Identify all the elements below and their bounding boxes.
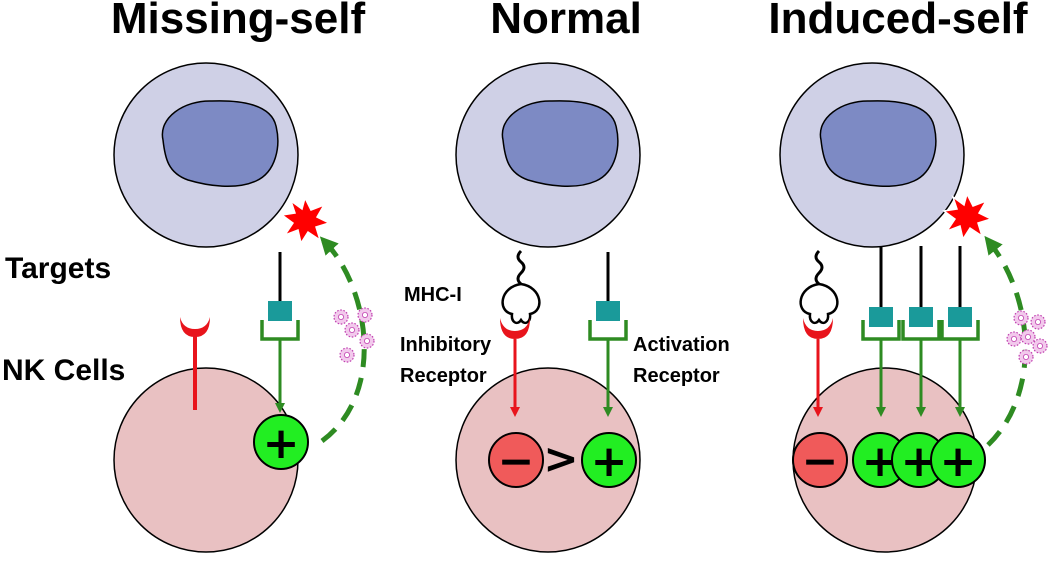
title-normal: Normal (490, 0, 642, 43)
panel-normal: MHC-I Inhibitory Receptor − > Activation… (400, 249, 730, 488)
activation-signal (253, 414, 309, 470)
label-mhc-i: MHC-I (404, 284, 462, 306)
cytotoxic-release-arrow (319, 236, 367, 444)
mhc-i-molecule-icon (501, 249, 541, 325)
inhibitory-receptor-cup (180, 317, 210, 337)
activation-receptor (260, 320, 300, 341)
label-inhibitory-receptor-line2: Receptor (400, 365, 487, 387)
activating-ligand (268, 301, 292, 321)
killing-burst-icon (280, 195, 332, 245)
label-inhibitory-receptor-line1: Inhibitory (400, 334, 492, 356)
activation-receptor (588, 320, 628, 341)
activation-signal (581, 432, 637, 488)
label-targets: Targets (5, 252, 111, 285)
inhibition-sign: − (802, 436, 839, 487)
nuclei (161, 100, 937, 188)
activation-sign: + (591, 436, 628, 487)
label-activation-receptor-line1: Activation (633, 334, 730, 356)
label-activation-receptor-line2: Receptor (633, 365, 720, 387)
mhc-i-molecule-icon (799, 249, 839, 325)
activating-ligand (596, 301, 620, 321)
cytotoxic-release-arrow (984, 235, 1028, 447)
activation-signal (930, 432, 986, 488)
cytotoxic-granules-icon (1006, 310, 1048, 365)
title-missing-self: Missing-self (111, 0, 366, 43)
activating-ligand (909, 307, 933, 327)
activating-ligand (948, 307, 972, 327)
greater-than-sign: > (543, 434, 578, 483)
panel-missing-self: + (180, 195, 375, 470)
activation-sign: + (263, 418, 300, 469)
inhibition-sign: − (498, 436, 535, 487)
inhibitory-receptor-cup (500, 318, 530, 339)
inhibition-signal (792, 432, 848, 488)
nucleus-induced-self (819, 100, 937, 188)
killing-burst-icon (942, 191, 994, 241)
label-nk-cells: NK Cells (2, 354, 125, 387)
nk-cell-normal (455, 367, 641, 553)
activating-ligand (869, 307, 893, 327)
activation-sign: + (940, 436, 977, 487)
title-induced-self: Induced-self (768, 0, 1027, 43)
cytotoxic-granules-icon (333, 307, 375, 363)
nucleus-missing-self (161, 100, 279, 188)
panel-induced-self: − + + + (792, 191, 1048, 488)
inhibitory-receptor-cup (803, 318, 833, 339)
inhibition-signal (488, 432, 544, 488)
nucleus-normal (501, 100, 619, 188)
